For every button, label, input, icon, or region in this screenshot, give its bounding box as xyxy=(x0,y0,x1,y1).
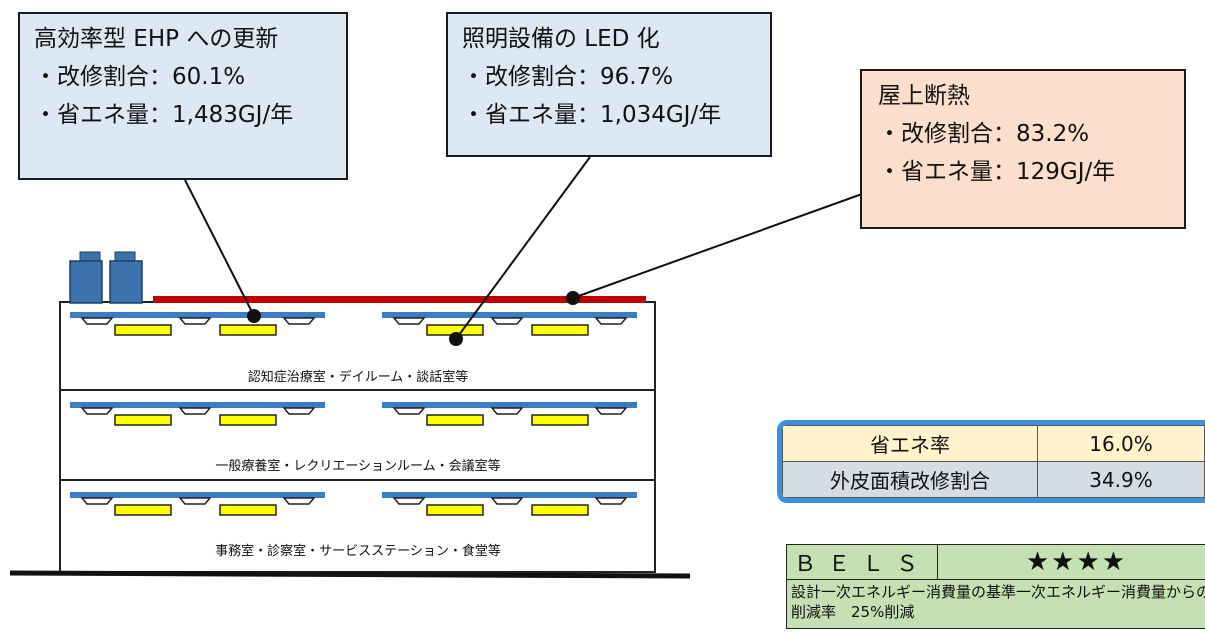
downlight-fixture xyxy=(82,408,112,414)
ceiling-light-bar xyxy=(70,402,325,408)
led-fixture xyxy=(220,415,276,425)
led-fixture xyxy=(427,505,483,515)
callout-title: 高効率型 EHP への更新 xyxy=(34,20,332,58)
metric-value: 16.0% xyxy=(1038,426,1205,462)
led-fixture xyxy=(532,415,588,425)
callout-saving: ・省エネ量：129GJ/年 xyxy=(878,153,1170,191)
downlight-fixture xyxy=(596,498,626,504)
downlight-fixture xyxy=(180,318,210,324)
downlight-fixture xyxy=(284,408,314,414)
callout-ratio: ・改修割合：96.7% xyxy=(462,58,756,96)
leader-line-ehp xyxy=(185,180,254,316)
metric-label: 省エネ率 xyxy=(783,426,1038,462)
bels-description: 設計一次エネルギー消費量の基準一次エネルギー消費量からの削減率 25%削減 xyxy=(787,580,1205,629)
downlight-fixture xyxy=(284,318,314,324)
callout-title: 屋上断熱 xyxy=(878,77,1170,115)
downlight-fixture xyxy=(284,498,314,504)
led-fixture xyxy=(532,325,588,335)
marker-dot-ehp xyxy=(247,309,261,323)
downlight-fixture xyxy=(82,318,112,324)
callout-title: 照明設備の LED 化 xyxy=(462,20,756,58)
leader-line-roof xyxy=(573,194,862,298)
metrics-table: 省エネ率 16.0% 外皮面積改修割合 34.9% xyxy=(777,420,1205,503)
marker-dot-roof xyxy=(566,291,580,305)
led-fixture xyxy=(115,505,171,515)
callout-saving: ・省エネ量：1,034GJ/年 xyxy=(462,96,756,134)
ceiling-light-bar xyxy=(382,402,637,408)
led-fixture xyxy=(427,415,483,425)
led-fixture xyxy=(220,325,276,335)
table-row: 外皮面積改修割合 34.9% xyxy=(783,462,1205,498)
downlight-fixture xyxy=(596,408,626,414)
downlight-fixture xyxy=(492,498,522,504)
callout-ratio: ・改修割合：83.2% xyxy=(878,115,1170,153)
bels-label: ＢＥＬＳ xyxy=(787,545,938,580)
downlight-fixture xyxy=(180,408,210,414)
ehp-outdoor-unit xyxy=(70,252,102,303)
ehp-outdoor-unit xyxy=(110,252,142,303)
table-row: 省エネ率 16.0% xyxy=(783,426,1205,462)
downlight-fixture xyxy=(492,318,522,324)
floor-label: 一般療養室・レクリエーションルーム・会議室等 xyxy=(215,455,500,474)
downlight-fixture xyxy=(82,498,112,504)
downlight-fixture xyxy=(596,318,626,324)
bels-rating-table: ＢＥＬＳ ★★★★ 設計一次エネルギー消費量の基準一次エネルギー消費量からの削減… xyxy=(786,544,1205,634)
downlight-fixture xyxy=(180,498,210,504)
led-fixture xyxy=(115,415,171,425)
callout-led-lighting: 照明設備の LED 化 ・改修割合：96.7% ・省エネ量：1,034GJ/年 xyxy=(446,12,772,157)
floor-label: 認知症治療室・デイルーム・談話室等 xyxy=(248,366,469,385)
callout-roof-insulation: 屋上断熱 ・改修割合：83.2% ・省エネ量：129GJ/年 xyxy=(860,69,1186,229)
marker-dot-led xyxy=(449,332,463,346)
ceiling-light-bar xyxy=(382,312,637,318)
downlight-fixture xyxy=(394,498,424,504)
downlight-fixture xyxy=(492,408,522,414)
led-fixture xyxy=(532,505,588,515)
callout-ehp-upgrade: 高効率型 EHP への更新 ・改修割合：60.1% ・省エネ量：1,483GJ/… xyxy=(18,12,348,180)
metric-label: 外皮面積改修割合 xyxy=(783,462,1038,498)
floor-label: 事務室・診察室・サービスステーション・食堂等 xyxy=(215,540,501,559)
callout-saving: ・省エネ量：1,483GJ/年 xyxy=(34,96,332,134)
callout-ratio: ・改修割合：60.1% xyxy=(34,58,332,96)
metric-value: 34.9% xyxy=(1038,462,1205,498)
downlight-fixture xyxy=(394,318,424,324)
ceiling-light-bar xyxy=(70,492,325,498)
ground-line xyxy=(10,573,690,576)
led-fixture xyxy=(115,325,171,335)
ceiling-light-bar xyxy=(70,312,325,318)
downlight-fixture xyxy=(394,408,424,414)
bels-star-rating: ★★★★ xyxy=(938,545,1205,580)
ceiling-light-bar xyxy=(382,492,637,498)
led-fixture xyxy=(220,505,276,515)
